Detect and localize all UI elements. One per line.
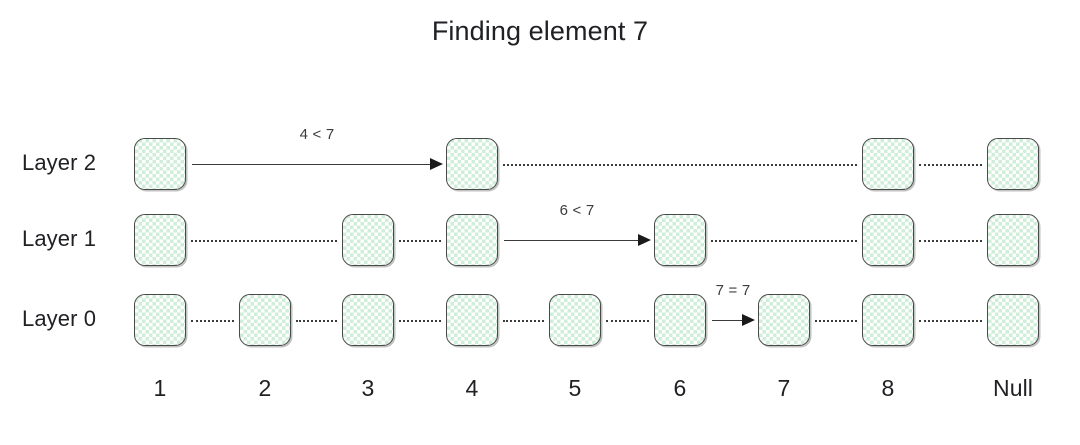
column-label-4: 4 — [465, 375, 479, 401]
dotted-link-4 — [711, 240, 857, 242]
column-label-6: 6 — [673, 375, 687, 401]
node-layer2-col4[interactable] — [446, 138, 498, 190]
search-arrow-0 — [192, 164, 431, 165]
column-label-null: Null — [992, 375, 1034, 401]
layer-label-2: Layer 0 — [22, 306, 97, 331]
column-label-5: 5 — [568, 375, 582, 401]
node-layer0-col3[interactable] — [342, 294, 394, 346]
comparison-label-1: 6 < 7 — [559, 202, 595, 219]
page-title: Finding element 7 — [431, 16, 649, 46]
dotted-link-9 — [503, 320, 544, 322]
node-layer0-col2[interactable] — [239, 294, 291, 346]
node-layer2-col9[interactable] — [987, 138, 1039, 190]
search-arrowhead-0 — [430, 157, 443, 170]
node-layer1-col3[interactable] — [342, 214, 394, 266]
node-layer1-col6[interactable] — [654, 214, 706, 266]
dotted-link-8 — [399, 320, 441, 322]
column-label-1: 1 — [153, 375, 167, 401]
search-arrowhead-2 — [742, 313, 755, 326]
dotted-link-0 — [503, 164, 857, 166]
search-arrow-2 — [712, 320, 743, 321]
column-label-2: 2 — [258, 375, 272, 401]
node-layer0-col6[interactable] — [654, 294, 706, 346]
node-layer1-col1[interactable] — [134, 214, 186, 266]
dotted-link-10 — [606, 320, 649, 322]
dotted-link-7 — [296, 320, 337, 322]
dotted-link-12 — [919, 320, 982, 322]
search-arrow-1 — [504, 240, 639, 241]
layer-label-1: Layer 1 — [22, 226, 97, 251]
search-arrowhead-1 — [638, 233, 651, 246]
column-label-8: 8 — [881, 375, 895, 401]
node-layer2-col8[interactable] — [862, 138, 914, 190]
dotted-link-6 — [191, 320, 234, 322]
dotted-link-3 — [399, 240, 441, 242]
node-layer2-col1[interactable] — [134, 138, 186, 190]
dotted-link-2 — [191, 240, 337, 242]
node-layer1-col8[interactable] — [862, 214, 914, 266]
node-layer0-col4[interactable] — [446, 294, 498, 346]
column-label-7: 7 — [777, 375, 791, 401]
dotted-link-5 — [919, 240, 982, 242]
dotted-link-11 — [815, 320, 857, 322]
comparison-label-0: 4 < 7 — [299, 126, 335, 143]
node-layer0-col1[interactable] — [134, 294, 186, 346]
node-layer0-col7[interactable] — [758, 294, 810, 346]
layer-label-0: Layer 2 — [22, 150, 97, 175]
comparison-label-2: 7 = 7 — [715, 282, 751, 299]
node-layer0-col5[interactable] — [549, 294, 601, 346]
node-layer1-col9[interactable] — [987, 214, 1039, 266]
dotted-link-1 — [919, 164, 982, 166]
column-label-3: 3 — [361, 375, 375, 401]
node-layer0-col8[interactable] — [862, 294, 914, 346]
node-layer1-col4[interactable] — [446, 214, 498, 266]
node-layer0-col9[interactable] — [987, 294, 1039, 346]
